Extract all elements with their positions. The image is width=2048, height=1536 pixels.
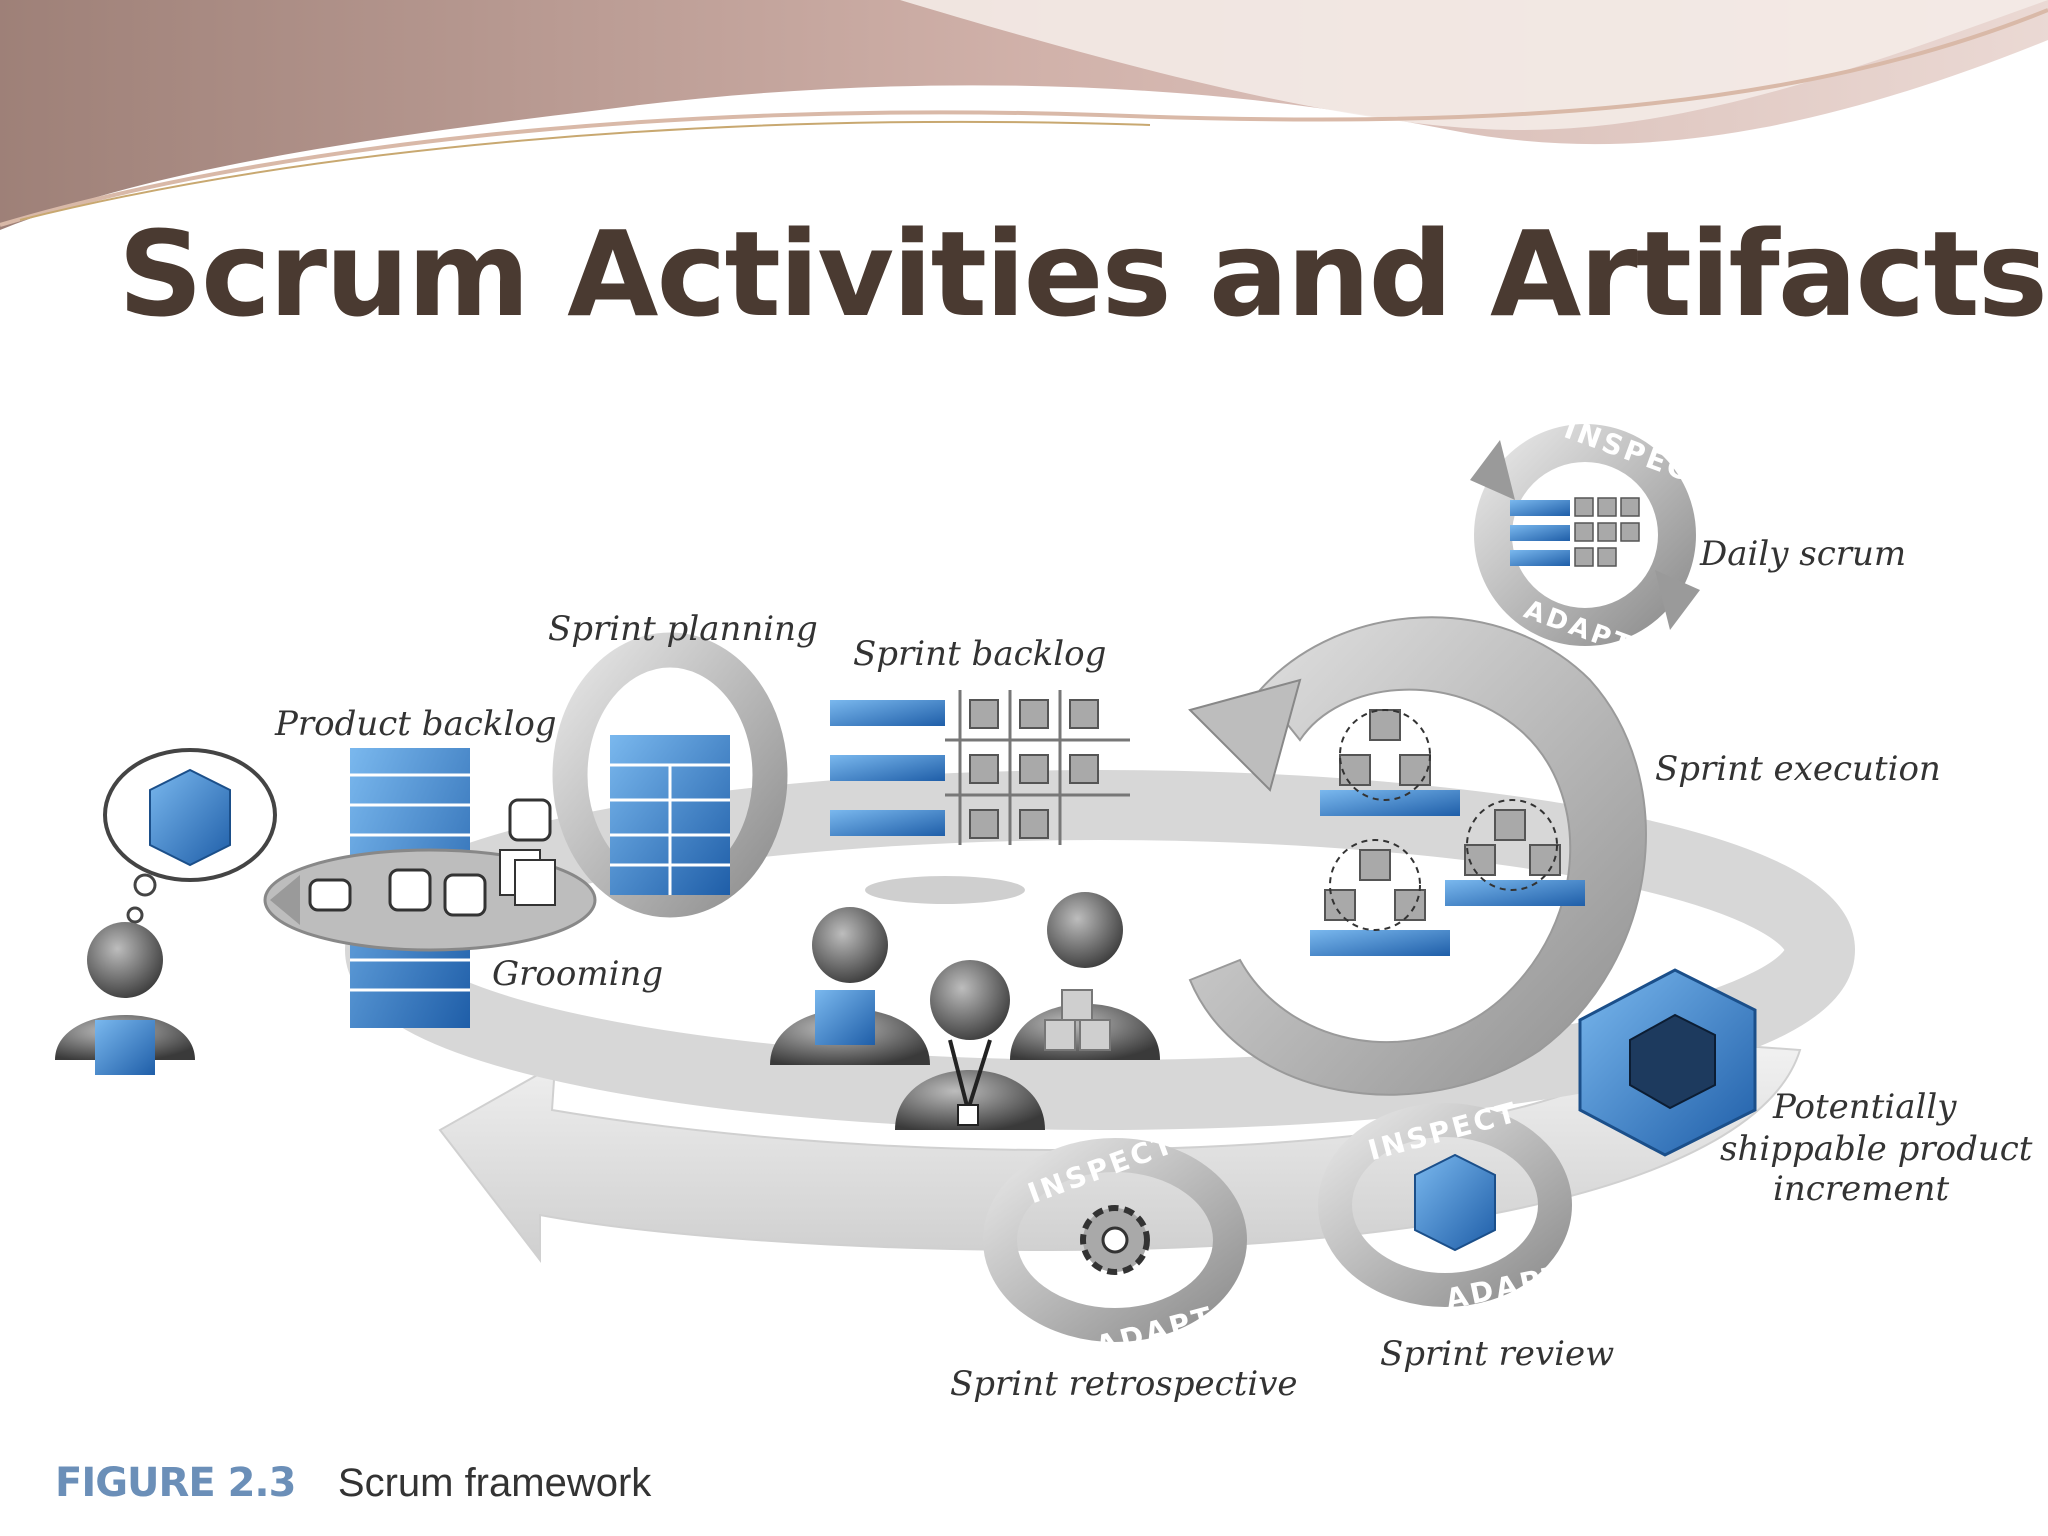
- product-owner-person: [55, 748, 277, 1075]
- label-daily-scrum: Daily scrum: [1699, 534, 1906, 574]
- cube-icon: [149, 768, 231, 867]
- banner-line-gold: [19, 120, 1151, 221]
- label-product-backlog: Product backlog: [274, 704, 557, 744]
- scrum-team: [770, 892, 1160, 1130]
- label-potentially-line1: Potentially: [1772, 1087, 1957, 1127]
- figure-caption-text: Scrum framework: [337, 1461, 652, 1505]
- figure-caption: FIGURE 2.3 Scrum framework: [55, 1460, 651, 1506]
- label-sprint-review: Sprint review: [1380, 1334, 1614, 1374]
- daily-scrum-cycle: INSPECT ADAPT: [1470, 412, 1716, 662]
- label-potentially-line2: shippable product: [1720, 1129, 2033, 1169]
- sprint-review-cycle: INSPECT ADAPT: [1318, 1095, 1572, 1316]
- figure-number: FIGURE 2.3: [55, 1460, 296, 1506]
- label-sprint-backlog: Sprint backlog: [853, 634, 1106, 674]
- product-backlog-stack: [263, 748, 597, 1028]
- label-potentially-line3: increment: [1773, 1169, 1949, 1209]
- sprint-execution-cycle: [1188, 616, 1647, 1096]
- label-sprint-execution: Sprint execution: [1655, 749, 1941, 789]
- sprint-retrospective-cycle: INSPECT ADAPT: [983, 1126, 1247, 1363]
- banner-wave: [900, 0, 2048, 130]
- label-sprint-planning: Sprint planning: [548, 609, 818, 649]
- sprint-planning-ring: [552, 632, 788, 918]
- label-grooming: Grooming: [492, 954, 663, 994]
- slide-title: Scrum Activities and Artifacts: [118, 205, 2048, 343]
- label-sprint-retrospective: Sprint retrospective: [950, 1364, 1298, 1404]
- banner-line: [0, 8, 2048, 227]
- product-increment-cube: [1578, 968, 1757, 1157]
- sprint-backlog-grid: [830, 690, 1130, 904]
